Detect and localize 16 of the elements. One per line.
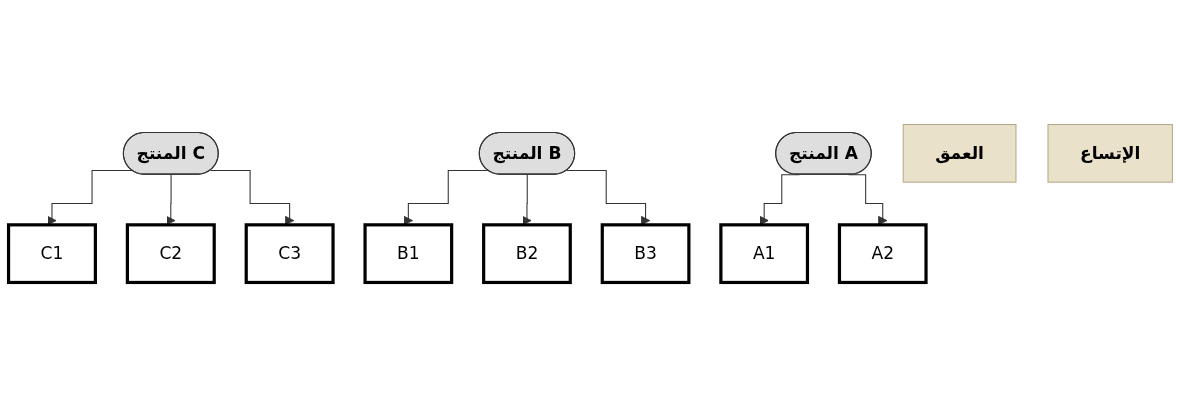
- node-box: C2: [125, 222, 216, 284]
- node-box: B1: [363, 222, 454, 284]
- arrow: [403, 169, 489, 225]
- node-box: B2: [482, 222, 572, 284]
- node-box: C3: [244, 222, 335, 284]
- arrow: [47, 169, 133, 225]
- node-box: A2: [837, 222, 928, 284]
- arrow: [566, 169, 651, 225]
- node-box: B3: [600, 222, 691, 284]
- node-box: الإتساع: [1047, 123, 1173, 183]
- arrow: [166, 173, 176, 225]
- node-box: C1: [6, 222, 97, 284]
- node-box: العمق: [902, 123, 1017, 183]
- node-box: A1: [719, 222, 810, 284]
- arrow: [210, 169, 295, 225]
- arrow: [522, 173, 532, 225]
